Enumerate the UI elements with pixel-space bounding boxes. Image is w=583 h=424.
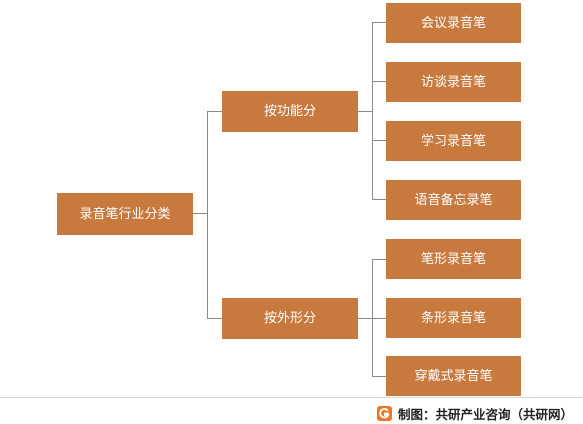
source-credit: 制图：共研产业咨询（共研网） <box>376 404 573 422</box>
connector-branch-2-out <box>358 318 372 319</box>
connector-to-leaf <box>372 22 386 23</box>
connector-branch-1-trunk <box>372 22 373 200</box>
leaf-node: 语音备忘录笔 <box>386 180 521 220</box>
footer-divider <box>0 397 583 398</box>
leaf-node-label: 笔形录音笔 <box>420 251 486 267</box>
leaf-node-label: 学习录音笔 <box>420 133 486 149</box>
connector-branch-1-out <box>358 111 372 112</box>
source-credit-text: 制图：共研产业咨询（共研网） <box>397 406 573 422</box>
leaf-node: 条形录音笔 <box>386 298 521 338</box>
connector-to-leaf <box>372 376 386 377</box>
branch-node-label: 按外形分 <box>263 311 316 326</box>
leaf-node-label: 条形录音笔 <box>420 310 486 326</box>
branch-node-by-shape: 按外形分 <box>222 298 358 339</box>
leaf-node-label: 语音备忘录笔 <box>414 192 493 208</box>
connector-root-trunk <box>207 111 208 319</box>
connector-to-leaf <box>372 199 386 200</box>
leaf-node: 学习录音笔 <box>386 121 521 161</box>
leaf-node-label: 访谈录音笔 <box>420 74 486 90</box>
leaf-node: 穿戴式录音笔 <box>386 356 521 396</box>
connector-to-leaf <box>372 140 386 141</box>
branch-node-by-function: 按功能分 <box>222 91 358 132</box>
branch-node-label: 按功能分 <box>263 104 316 119</box>
connector-root-out <box>193 213 207 214</box>
root-node-label: 录音笔行业分类 <box>79 206 171 222</box>
leaf-node: 笔形录音笔 <box>386 239 521 279</box>
leaf-node-label: 穿戴式录音笔 <box>414 368 493 384</box>
connector-to-leaf <box>372 318 386 319</box>
connector-to-branch-1 <box>207 111 222 112</box>
connector-to-branch-2 <box>207 318 222 319</box>
gonyn-logo-icon <box>376 405 392 421</box>
leaf-node-label: 会议录音笔 <box>420 15 486 31</box>
connector-to-leaf <box>372 81 386 82</box>
root-node: 录音笔行业分类 <box>57 193 193 235</box>
leaf-node: 访谈录音笔 <box>386 62 521 102</box>
connector-to-leaf <box>372 259 386 260</box>
leaf-node: 会议录音笔 <box>386 3 521 43</box>
